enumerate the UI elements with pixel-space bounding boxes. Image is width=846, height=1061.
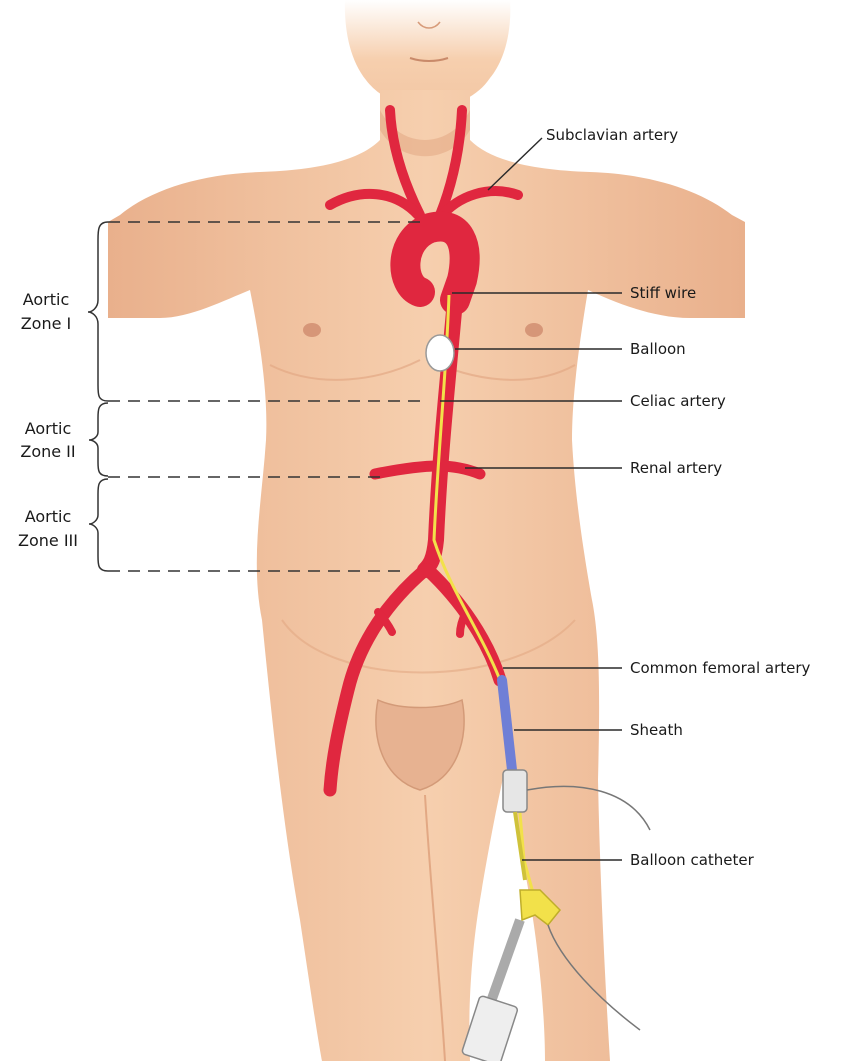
label-renal-artery: Renal artery: [630, 459, 722, 477]
zone-3-brace: [89, 479, 108, 571]
zone-3-label-line2: Zone III: [18, 531, 78, 550]
zone-1-label-line2: Zone I: [21, 314, 72, 333]
sheath-hub: [503, 770, 527, 812]
zone-2-label-line1: Aortic: [25, 419, 72, 438]
balloon: [426, 335, 454, 371]
zone-2-brace: [89, 403, 108, 476]
zone-3-label-line1: Aortic: [25, 507, 72, 526]
left-nipple: [303, 323, 321, 337]
label-sheath: Sheath: [630, 721, 683, 739]
label-common-femoral-artery: Common femoral artery: [630, 659, 811, 677]
zone-2-label-line2: Zone II: [20, 442, 75, 461]
label-balloon-catheter: Balloon catheter: [630, 851, 755, 869]
zone-labels: Aortic Zone I Aortic Zone II Aortic Zone…: [18, 290, 78, 550]
label-stiff-wire: Stiff wire: [630, 284, 696, 302]
zone-braces: [88, 222, 108, 571]
right-nipple: [525, 323, 543, 337]
body-figure: [108, 0, 745, 1061]
zone-1-label-line1: Aortic: [23, 290, 70, 309]
label-celiac-artery: Celiac artery: [630, 392, 726, 410]
label-subclavian-artery: Subclavian artery: [546, 126, 678, 144]
label-balloon: Balloon: [630, 340, 686, 358]
zone-1-brace: [88, 222, 108, 401]
